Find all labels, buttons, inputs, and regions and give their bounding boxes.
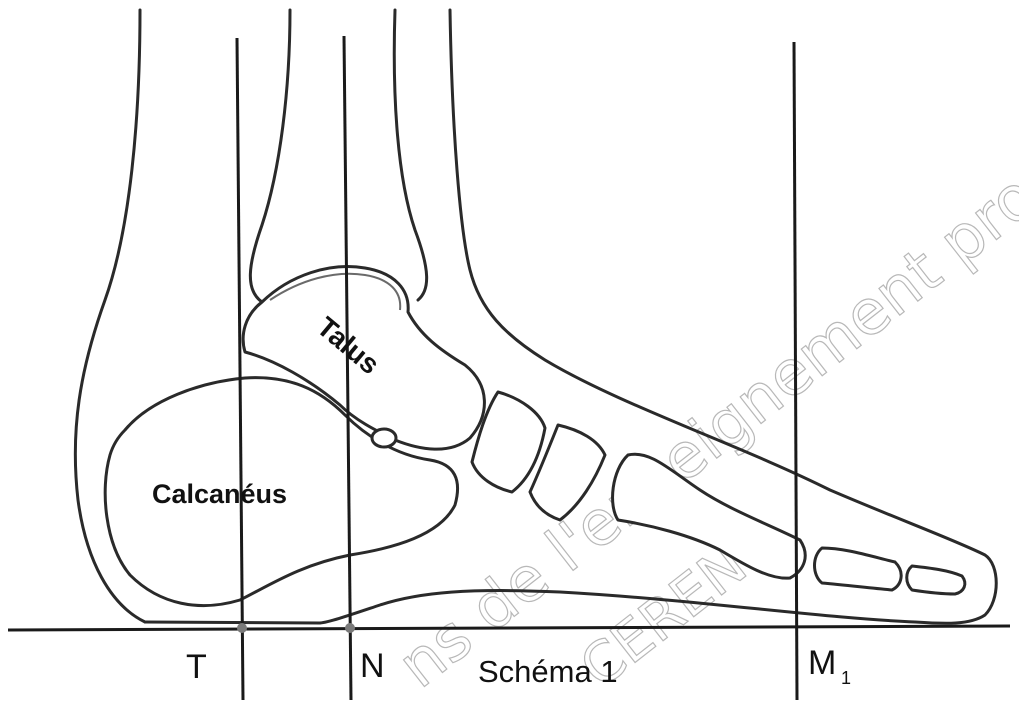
calcaneus-label: Calcanéus — [152, 479, 287, 509]
contact-point-t — [237, 623, 247, 633]
proximal-phalanx-bone — [815, 548, 902, 590]
point-m-label: M — [808, 644, 836, 682]
ground-line — [8, 626, 1010, 630]
fibula-contour — [394, 10, 426, 300]
point-n-label: N — [360, 647, 385, 685]
sesamoid-bone — [372, 429, 396, 447]
contact-point-n — [345, 623, 355, 633]
point-t-label: T — [186, 648, 207, 686]
point-m-subscript: 1 — [841, 668, 851, 688]
caption-label: Schéma 1 — [478, 654, 618, 689]
distal-phalanx-bone — [907, 566, 965, 594]
reference-line-m1 — [794, 42, 797, 700]
tibia-contour — [250, 10, 290, 302]
